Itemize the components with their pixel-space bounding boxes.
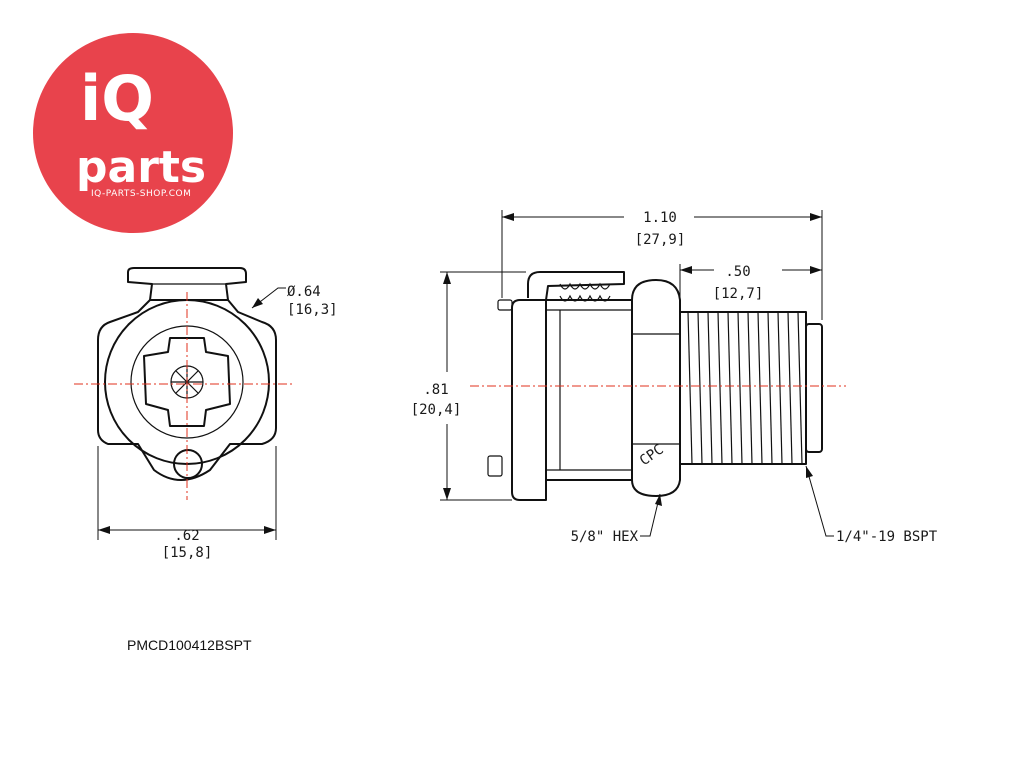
front-diameter-in: Ø.64: [287, 284, 321, 300]
iq-parts-logo[interactable]: iQ parts IQ-PARTS-SHOP.COM: [33, 33, 233, 233]
logo-brand-top: iQ: [80, 62, 154, 135]
side-thread-tip: [805, 323, 823, 453]
side-thread-leader: [805, 465, 834, 537]
side-thread-lines: [687, 311, 803, 465]
side-flange: [511, 299, 547, 501]
front-valve-cross: [143, 337, 231, 427]
side-body: [545, 299, 633, 481]
side-lock-button: [487, 455, 503, 477]
side-latch: [527, 271, 625, 301]
logo-brand-bottom: parts: [76, 142, 206, 193]
side-thread-length-mm: [12,7]: [713, 286, 764, 302]
front-body-outline: [97, 299, 277, 481]
part-number: PMCD100412BSPT: [127, 637, 252, 653]
side-height-in: .81: [423, 382, 448, 398]
side-flange-lip-top: [497, 299, 513, 311]
side-thread-length-in: .50: [725, 264, 750, 280]
side-length-in: 1.10: [643, 210, 677, 226]
side-hex-label: 5/8" HEX: [571, 529, 639, 545]
front-width-in: .62: [174, 528, 199, 544]
side-view: CPC 1.10 [27,9] .50 [12,7]: [411, 210, 938, 545]
side-body-mark: CPC: [637, 442, 667, 470]
front-lock-hole: [173, 449, 203, 479]
side-length-mm: [27,9]: [635, 232, 686, 248]
logo-badge: [33, 33, 233, 233]
side-height-mm: [20,4]: [411, 402, 462, 418]
side-hex: [631, 279, 681, 497]
front-diameter-mm: [16,3]: [287, 302, 338, 318]
logo-url: IQ-PARTS-SHOP.COM: [91, 189, 191, 199]
side-spring: [559, 282, 611, 302]
front-view: .62 [15,8] Ø.64 [16,3]: [74, 267, 338, 561]
side-thread-label: 1/4"-19 BSPT: [836, 529, 938, 545]
side-hex-leader: [640, 493, 661, 537]
front-width-mm: [15,8]: [162, 545, 213, 561]
front-latch-tab: [127, 267, 247, 301]
